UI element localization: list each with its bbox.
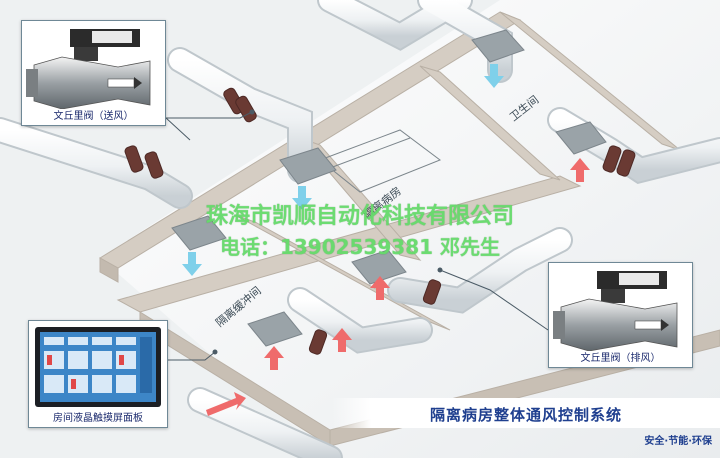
valves: [124, 87, 636, 355]
supply-valve-caption: 文丘里阀（送风）: [53, 111, 134, 122]
venturi-valve-image: [26, 29, 151, 110]
exhaust-arrows: [206, 158, 590, 416]
diffusers: [171, 29, 607, 347]
touch-panel-callout: 房间液晶触摸屏面板: [28, 320, 168, 428]
touch-panel-caption: 房间液晶触摸屏面板: [53, 413, 143, 424]
exhaust-valve-callout: 文丘里阀（排风）: [548, 262, 693, 368]
supply-valve-callout: 文丘里阀（送风）: [21, 20, 166, 126]
company-watermark: 珠海市凯顺自动化科技有限公司: [205, 204, 514, 229]
touch-panel-image: [35, 327, 161, 407]
leader-lines: [165, 111, 549, 361]
bed: [319, 129, 442, 193]
system-title: 隔离病房整体通风控制系统: [429, 406, 622, 424]
venturi-valve-image: [553, 271, 678, 352]
exhaust-valve-caption: 文丘里阀（排风）: [580, 353, 661, 364]
supply-arrows: [182, 64, 504, 276]
phone-watermark: 电话：13902539381 邓先生: [219, 235, 501, 259]
title-banner: 隔离病房整体通风控制系统: [332, 398, 720, 428]
slogan: 安全·节能·环保: [644, 436, 712, 447]
